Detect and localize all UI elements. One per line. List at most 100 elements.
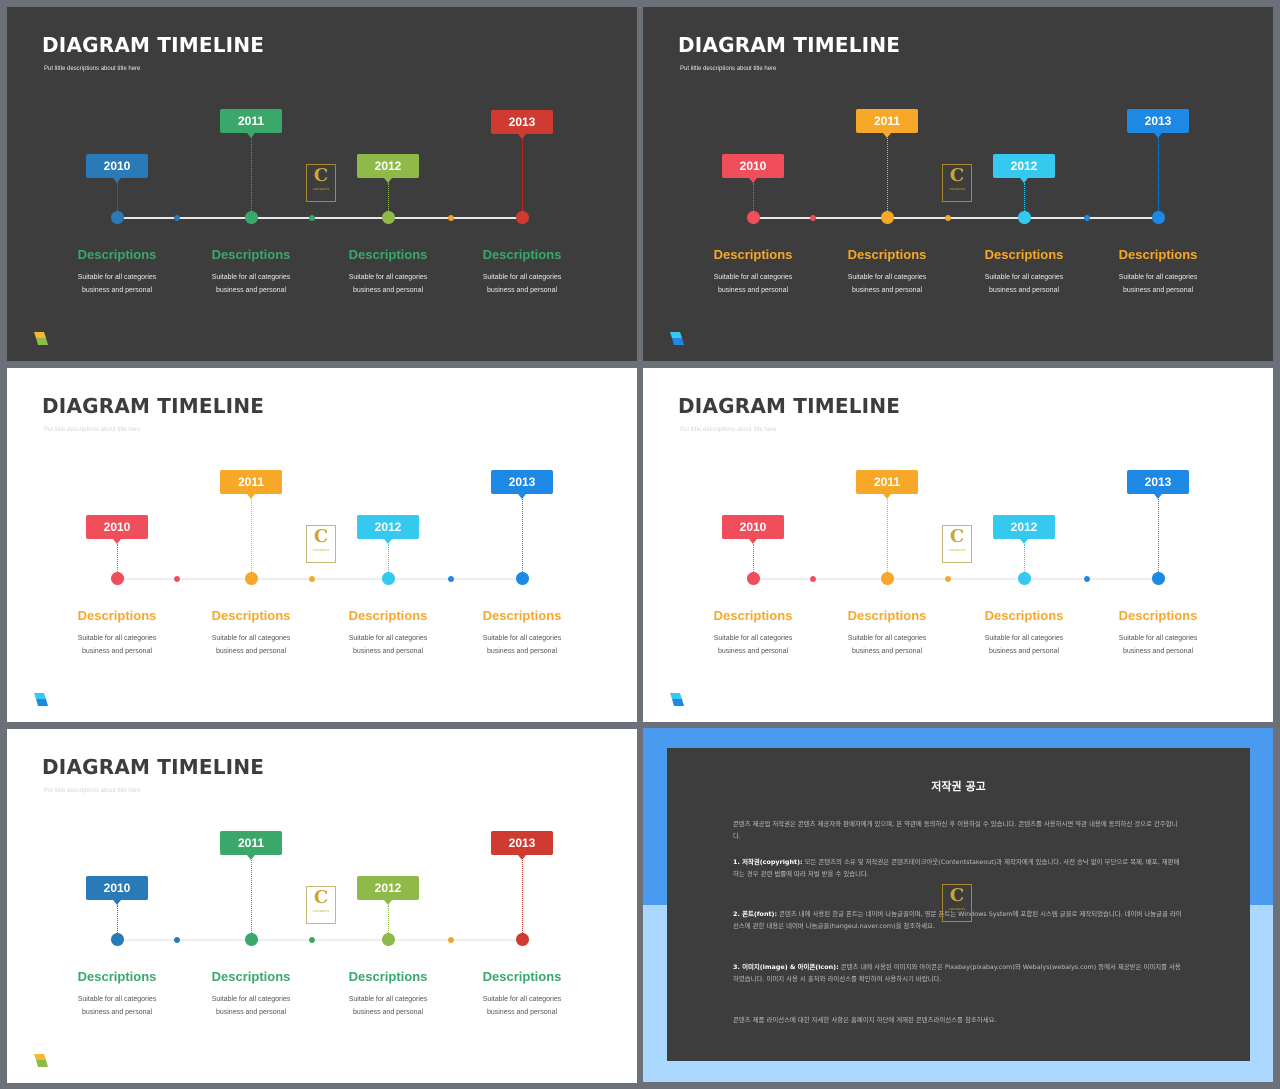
description-line: business and personal [988,287,1060,294]
description-line: business and personal [352,1009,424,1016]
year-tag: 2012 [357,876,419,905]
description-line: Suitable for all categories [482,635,562,642]
description-line: Suitable for all categories [77,996,157,1003]
description-line: Suitable for all categories [713,635,793,642]
timeline-mini-dot [309,576,315,582]
timeline-connector [117,183,118,211]
year-tag: 2011 [856,470,918,499]
description-line: business and personal [81,1009,153,1016]
description-line: Suitable for all categories [847,635,927,642]
timeline-connector [117,544,118,572]
logo-letter: C [313,887,329,908]
timeline-line [117,578,521,580]
description-line: business and personal [215,1009,287,1016]
timeline-dot [245,572,258,585]
logo-letter: C [949,885,965,906]
slide-title: DIAGRAM TIMELINE [42,394,265,418]
logo-text: CONTENTS [312,548,330,552]
year-tag: 2010 [722,515,784,544]
description-text: Suitable for all categories business and … [52,993,182,1019]
description-line: Suitable for all categories [482,996,562,1003]
year-tag: 2010 [86,154,148,183]
description-title: Descriptions [211,247,291,262]
description-line: business and personal [486,287,558,294]
logo-letter: C [949,526,965,547]
description-line: Suitable for all categories [1118,635,1198,642]
slide-title: DIAGRAM TIMELINE [678,394,901,418]
slide-title: DIAGRAM TIMELINE [42,33,265,57]
timeline-mini-dot [174,937,180,943]
description-line: Suitable for all categories [348,635,428,642]
description-title: Descriptions [482,608,562,623]
notice-font: 2. 폰트(font): 콘텐츠 내에 사용된 한글 폰트는 네이버 나눔글꼴이… [733,908,1185,932]
notice-panel: 저작권 공고 콘텐츠 제공업 저작권은 콘텐츠 제공자와 판매자에게 있으며, … [667,748,1250,1061]
description-title: Descriptions [77,608,157,623]
timeline-connector [388,905,389,933]
description-text: Suitable for all categories business and … [457,271,587,297]
timeline-mini-dot [810,576,816,582]
timeline-connector [887,499,888,572]
corner-logo-icon [670,693,684,706]
description-title: Descriptions [482,969,562,984]
notice-font-text: 콘텐츠 내에 사용된 한글 폰트는 네이버 나눔글꼴이며, 영문 폰트는 Win… [733,910,1182,930]
timeline-connector [251,138,252,211]
timeline-connector [522,139,523,211]
timeline-dot [1018,572,1031,585]
timeline-dot [1152,572,1165,585]
description-line: Suitable for all categories [847,274,927,281]
timeline-dot [516,933,529,946]
description-line: business and personal [717,287,789,294]
corner-logo-icon [34,332,48,345]
timeline-mini-dot [945,215,951,221]
timeline-mini-dot [174,576,180,582]
timeline-mini-dot [448,215,454,221]
timeline-dot [111,211,124,224]
timeline-dot [111,572,124,585]
timeline-dot [1152,211,1165,224]
year-tag: 2010 [722,154,784,183]
slide-title: DIAGRAM TIMELINE [42,755,265,779]
timeline-connector [251,499,252,572]
description-text: Suitable for all categories business and … [457,632,587,658]
copyright-notice-slide: 저작권 공고 콘텐츠 제공업 저작권은 콘텐츠 제공자와 판매자에게 있으며, … [643,728,1273,1082]
description-line: business and personal [352,287,424,294]
description-line: business and personal [486,648,558,655]
timeline-mini-dot [309,937,315,943]
slide-subtitle: Put little descriptions about title here [680,427,777,433]
timeline-dot [1018,211,1031,224]
description-line: business and personal [215,648,287,655]
year-tag: 2010 [86,515,148,544]
notice-image: 3. 이미지(image) & 아이콘(icon): 콘텐츠 내에 사용된 이미… [733,961,1185,985]
year-tag: 2013 [1127,109,1189,138]
description-text: Suitable for all categories business and … [688,632,818,658]
corner-logo-icon [34,1054,48,1067]
logo-letter: C [313,165,329,186]
timeline-connector [753,183,754,211]
timeline-connector [388,544,389,572]
notice-copyright-heading: 1. 저작권(copyright): [733,858,803,866]
year-tag: 2013 [491,831,553,860]
description-title: Descriptions [713,608,793,623]
contents-logo-badge: C CONTENTS [942,884,972,922]
description-line: Suitable for all categories [482,274,562,281]
description-line: Suitable for all categories [211,274,291,281]
description-line: business and personal [717,648,789,655]
year-tag: 2012 [993,515,1055,544]
timeline-dot [516,211,529,224]
description-title: Descriptions [713,247,793,262]
slide-subtitle: Put little descriptions about title here [44,788,141,794]
logo-letter: C [313,526,329,547]
year-tag: 2011 [856,109,918,138]
